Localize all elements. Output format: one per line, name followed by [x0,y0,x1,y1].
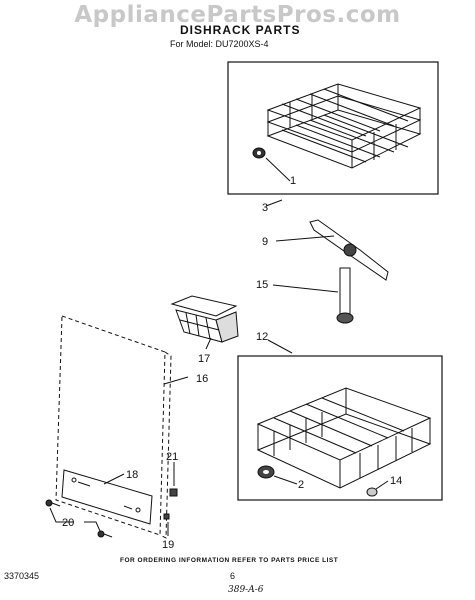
door-panel-part [55,315,172,539]
screw-parts [45,499,113,538]
diagram-title: DISHRACK PARTS [180,23,301,37]
lower-rack-frame [237,355,443,501]
leader-line-18 [103,473,125,485]
leader-line-14 [375,480,389,490]
callout-3: 3 [262,202,268,214]
callout-19: 19 [162,539,174,551]
callout-15: 15 [256,279,268,291]
part-code: 3370345 [4,571,40,581]
callout-12: 12 [256,331,268,343]
leader-line-20b [84,521,101,532]
leader-line-2 [273,475,298,485]
lower-roller-part [257,465,275,479]
leader-line-9 [275,235,335,242]
watermark-text: AppliancePartsPros.com [74,2,401,28]
toe-plate-part [61,469,153,525]
roller-part [252,147,266,159]
callout-21: 21 [166,451,178,463]
callout-9: 9 [262,236,268,248]
callout-2: 2 [298,479,304,491]
ordering-note: FOR ORDERING INFORMATION REFER TO PARTS … [120,557,339,564]
spray-tube-part [336,267,354,324]
leader-line-16 [163,376,189,385]
leader-line-17 [205,337,212,350]
lower-rack-drawing [256,387,432,489]
leader-line-12 [267,339,293,354]
cap-part [366,487,378,497]
callout-14: 14 [390,475,402,487]
callout-20: 20 [62,517,74,529]
silverware-basket-part [170,295,239,343]
spray-arm-part [309,219,389,281]
page-number: 6 [230,571,236,581]
leader-line-20a [49,507,74,523]
upper-rack-drawing [266,83,422,169]
leader-line-15 [272,284,339,293]
leader-line-3 [265,199,283,207]
model-subtitle: For Model: DU7200XS-4 [170,39,269,49]
callout-18: 18 [126,469,138,481]
clip-parts [163,488,178,520]
upper-rack-frame [227,61,439,195]
callout-16: 16 [196,373,208,385]
handwritten-note: 389-A-6 [228,585,264,595]
callout-17: 17 [198,353,210,365]
leader-line-1 [265,157,291,182]
callout-1: 1 [290,175,296,187]
